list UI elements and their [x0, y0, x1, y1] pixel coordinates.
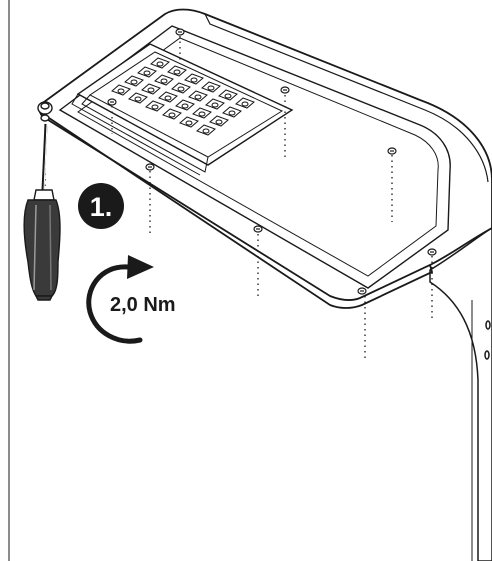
led-chip	[128, 92, 148, 104]
screw-icon	[427, 248, 437, 256]
led-chip	[209, 115, 229, 127]
fixture-screws	[107, 28, 437, 295]
led-chip	[218, 89, 238, 101]
screw-drop-lines	[44, 36, 433, 362]
screw-icon	[145, 163, 155, 171]
led-chip	[196, 124, 216, 136]
torque-label: 2,0 Nm	[110, 294, 176, 316]
luminaire-housing	[38, 8, 492, 309]
led-chip	[205, 98, 225, 110]
led-chip	[137, 66, 157, 78]
screw-icon	[387, 147, 397, 155]
led-chip	[222, 106, 242, 118]
led-chip	[235, 97, 255, 109]
screw-icon	[107, 98, 117, 106]
screw-icon	[280, 86, 290, 94]
led-chip	[171, 82, 191, 94]
step-badge: 1.	[78, 183, 124, 229]
led-chip	[201, 81, 221, 93]
led-chip	[150, 57, 170, 69]
led-chip	[154, 74, 174, 86]
led-chip	[141, 83, 161, 95]
front-screw-icon	[37, 101, 53, 122]
screw-icon	[253, 225, 263, 233]
led-chip	[111, 84, 131, 96]
led-chip	[192, 107, 212, 119]
led-chip	[188, 90, 208, 102]
screw-icon	[357, 287, 367, 295]
screwdriver-icon	[23, 123, 61, 301]
step-number: 1.	[90, 192, 113, 222]
led-chip	[179, 116, 199, 128]
led-chip	[167, 65, 187, 77]
pole	[429, 227, 492, 561]
led-chip-grid	[111, 57, 255, 136]
led-chip	[175, 99, 195, 111]
led-chip	[158, 91, 178, 103]
led-chip	[184, 73, 204, 85]
led-chip	[145, 100, 165, 112]
rotation-arrow-icon	[86, 255, 154, 344]
led-chip	[162, 108, 182, 120]
led-chip	[124, 75, 144, 87]
screw-icon	[175, 28, 185, 36]
